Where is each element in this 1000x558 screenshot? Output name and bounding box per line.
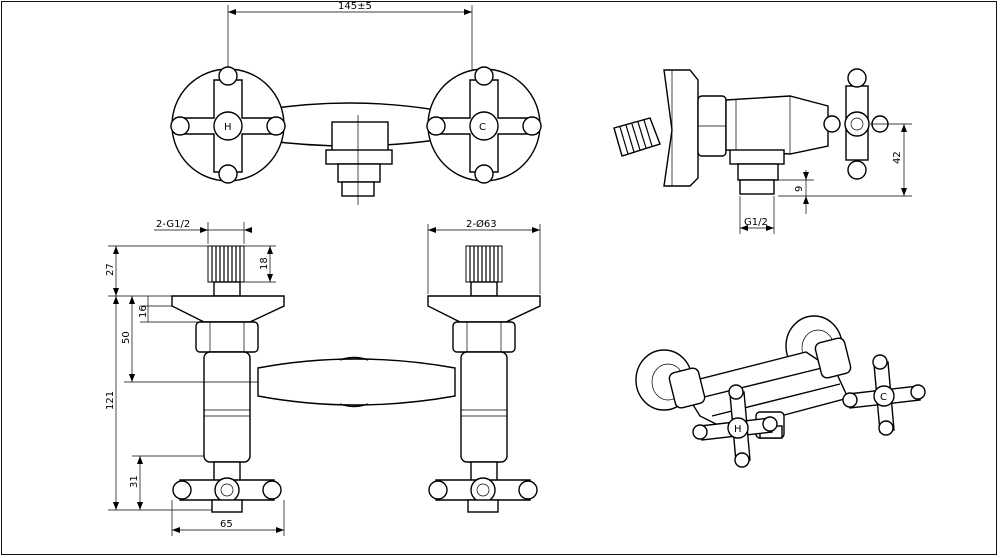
top-view: 145±5 H C <box>170 1 542 205</box>
dim-27: 27 <box>105 263 116 276</box>
dim-42: 42 <box>892 151 903 164</box>
iso-left-handle: H <box>692 384 778 468</box>
top-right-handle: C <box>426 66 542 184</box>
isometric-view: H C <box>635 315 926 468</box>
hot-mark: H <box>224 122 232 133</box>
dim-16: 16 <box>138 305 149 318</box>
front-view: 2-G1/2 2-Ø63 27 18 16 50 121 <box>105 218 541 536</box>
dim-50: 50 <box>121 331 132 344</box>
left-column <box>171 245 285 513</box>
dim-outlet-thread: G1/2 <box>744 217 768 228</box>
side-view: 42 9 G1/2 <box>613 68 912 234</box>
cold-mark: C <box>479 122 486 133</box>
dim-inlet-thread: 2-G1/2 <box>156 219 190 230</box>
dim-31: 31 <box>129 475 140 488</box>
right-column <box>427 245 541 513</box>
dim-18: 18 <box>259 257 270 270</box>
dim-flange-dia: 2-Ø63 <box>466 218 497 230</box>
iso-cold-mark: C <box>880 392 887 403</box>
dim-top-width: 145±5 <box>338 1 372 12</box>
dim-9: 9 <box>794 186 805 192</box>
top-left-handle: H <box>170 66 286 184</box>
iso-right-handle: C <box>842 354 926 436</box>
dim-65: 65 <box>220 519 233 530</box>
dim-121: 121 <box>105 391 116 410</box>
iso-hot-mark: H <box>734 424 742 435</box>
